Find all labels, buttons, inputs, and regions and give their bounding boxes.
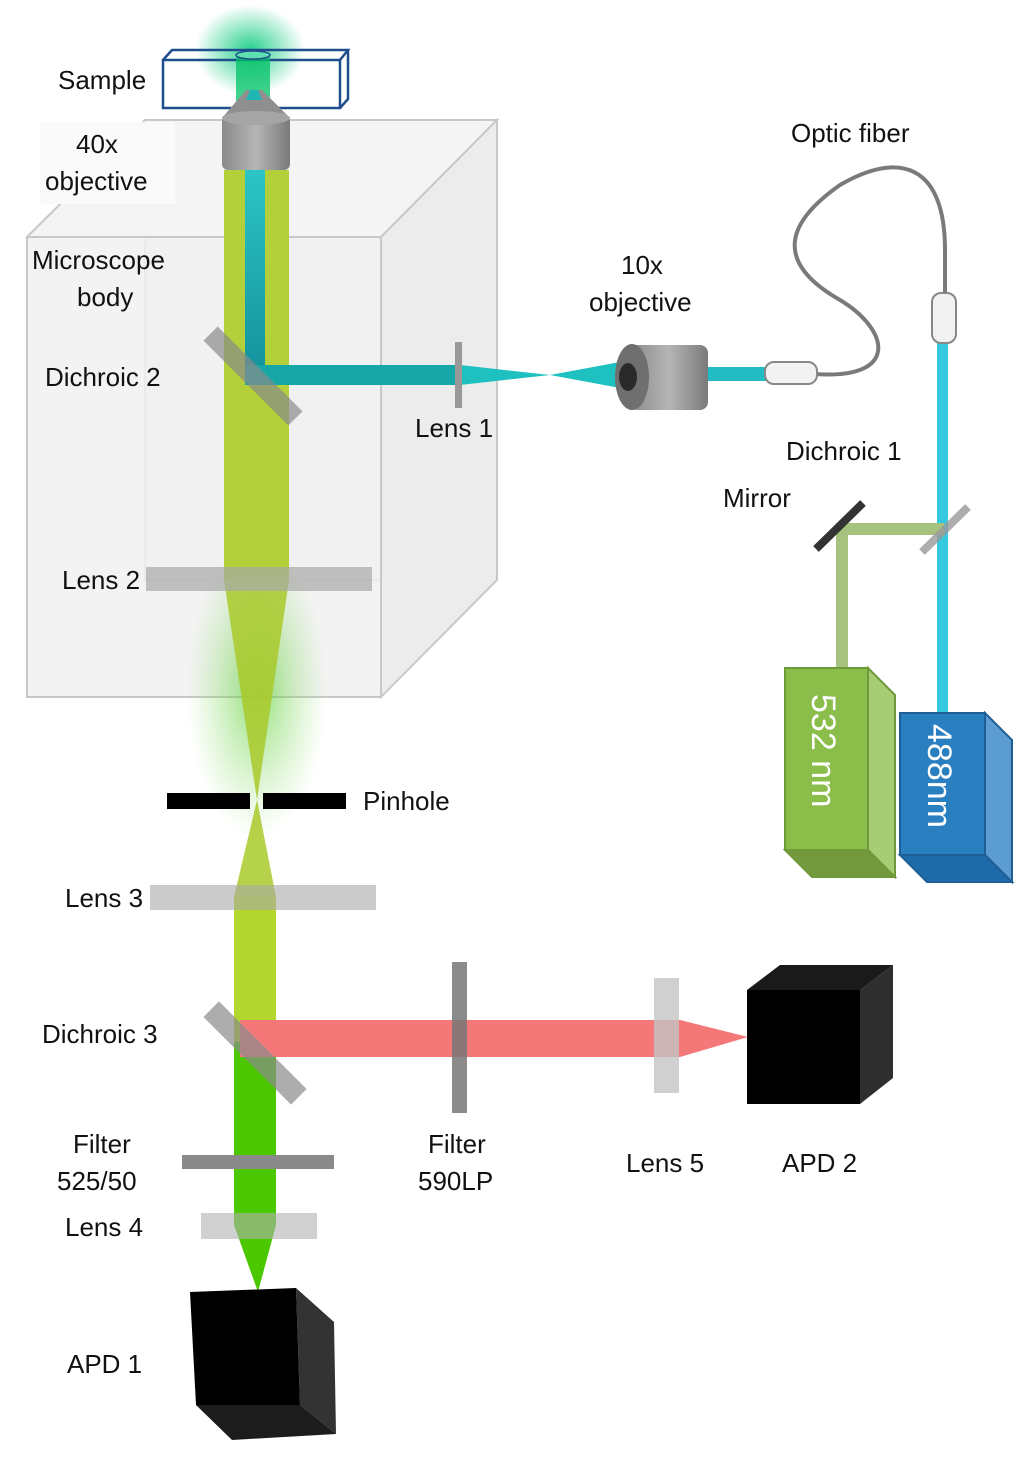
label-lens-3: Lens 3 [65,883,143,913]
label-sample: Sample [58,65,146,95]
label-40x-objective: objective [45,166,148,196]
dichroic-3 [203,1001,307,1105]
dichroic-2 [203,326,303,426]
label-40x: 40x [76,129,118,159]
dichroic-1 [919,504,971,555]
label-10x: 10x [621,250,663,280]
apd-2 [747,965,893,1104]
optic-fiber [764,165,957,385]
label-apd-2: APD 2 [782,1148,857,1178]
laser-488: 488nm [897,710,1015,885]
filter-525-50 [182,1155,334,1169]
objective-40x [222,90,290,170]
label-filter-590lp: 590LP [418,1166,493,1196]
label-dichroic-2: Dichroic 2 [45,362,161,392]
apd-1 [190,1288,336,1440]
laser-532: 532 nm [782,665,898,880]
lens-5 [654,978,679,1093]
sample-well-top [235,50,271,60]
label-lens-2: Lens 2 [62,565,140,595]
green-laser-path [836,523,944,670]
label-lens-4: Lens 4 [65,1212,143,1242]
laser-532-label: 532 nm [804,694,842,807]
label-10x-objective: objective [589,287,692,317]
label-lens-5: Lens 5 [626,1148,704,1178]
label-lens-1: Lens 1 [415,413,493,443]
filter-590lp [452,962,467,1113]
lens-4 [201,1213,317,1239]
label-filter-590: Filter [428,1129,486,1159]
pinhole [167,793,346,809]
lens-2 [146,567,372,591]
label-dichroic-1: Dichroic 1 [786,436,902,466]
lens-3 [150,885,376,910]
label-microscope: Microscope [32,245,165,275]
label-pinhole: Pinhole [363,786,450,816]
laser-488-label: 488nm [920,724,958,828]
label-filter-525: Filter [73,1129,131,1159]
label-optic-fiber: Optic fiber [791,118,910,148]
label-mirror: Mirror [723,483,791,513]
mirror [813,500,866,552]
lens-1 [455,342,462,408]
label-body: body [77,282,133,312]
label-apd-1: APD 1 [67,1349,142,1379]
label-backdrop [40,122,175,204]
label-dichroic-3: Dichroic 3 [42,1019,158,1049]
objective-10x [615,344,708,410]
label-filter-525-50: 525/50 [57,1166,137,1196]
